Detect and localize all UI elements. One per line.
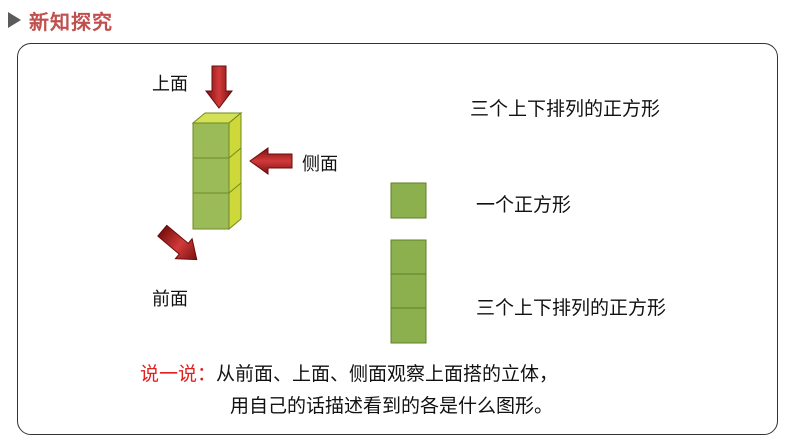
content-frame bbox=[17, 43, 778, 435]
cube-stack bbox=[191, 111, 243, 231]
section-title: 新知探究 bbox=[29, 9, 113, 34]
prompt-line-1: 说一说：从前面、上面、侧面观察上面搭的立体， bbox=[140, 359, 558, 386]
cube-stack-side-face bbox=[228, 111, 242, 231]
cube-front-top bbox=[192, 122, 230, 159]
label-side: 侧面 bbox=[302, 154, 338, 175]
prompt-text-2: 用自己的话描述看到的各是什么图形。 bbox=[230, 395, 554, 417]
section-header: 新知探究 bbox=[8, 4, 113, 36]
cube-front-bottom bbox=[192, 192, 230, 230]
side-view-arrow-icon bbox=[249, 147, 293, 175]
top-view-arrow-icon bbox=[204, 65, 234, 109]
side-view-square-1 bbox=[390, 239, 427, 275]
prompt-lead: 说一说： bbox=[140, 363, 217, 385]
front-view-description: 三个上下排列的正方形 bbox=[470, 98, 661, 120]
cube-front-middle bbox=[192, 157, 230, 194]
top-view-square bbox=[390, 182, 427, 219]
side-view-squares bbox=[390, 239, 427, 344]
side-view-square-3 bbox=[390, 307, 427, 344]
top-view-description: 一个正方形 bbox=[476, 194, 572, 216]
front-view-arrow-icon bbox=[157, 224, 198, 261]
label-front: 前面 bbox=[152, 289, 188, 310]
side-view-square-2 bbox=[390, 273, 427, 309]
label-top: 上面 bbox=[152, 74, 188, 95]
prompt-text-1: 从前面、上面、侧面观察上面搭的立体， bbox=[216, 363, 559, 385]
side-view-description: 三个上下排列的正方形 bbox=[476, 297, 667, 319]
prompt-line-2: 用自己的话描述看到的各是什么图形。 bbox=[230, 391, 553, 418]
play-triangle-icon bbox=[8, 12, 21, 28]
